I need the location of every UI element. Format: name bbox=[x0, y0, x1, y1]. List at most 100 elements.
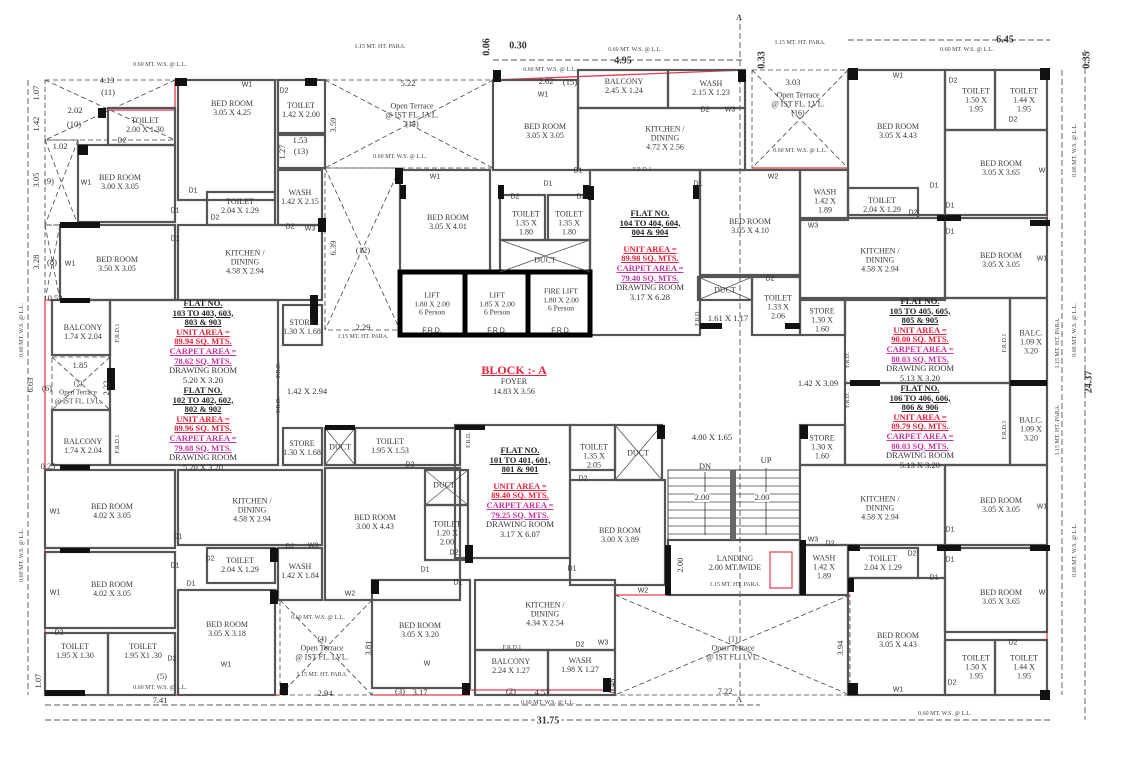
window-mark: W2 bbox=[767, 173, 779, 181]
window-sill-note: 0.60 MT. W.S. @ L.L. bbox=[133, 685, 187, 691]
dimension: 1.53 bbox=[292, 135, 308, 145]
structural-column bbox=[270, 548, 278, 562]
terrace-diagonal bbox=[324, 167, 401, 331]
door-mark: D2 bbox=[908, 209, 918, 217]
door-mark: D1 bbox=[945, 228, 955, 236]
door-mark: D2 bbox=[700, 106, 710, 114]
structural-column bbox=[850, 380, 880, 386]
door-mark: D2 bbox=[285, 543, 295, 551]
structural-column bbox=[800, 425, 808, 439]
window-sill-note: 0.60 MT. W.S. @ L.L. bbox=[940, 47, 994, 53]
structural-column bbox=[45, 690, 85, 696]
structural-column bbox=[78, 145, 88, 155]
window-sill-note: 0.60 MT. W.S. @ L.L. bbox=[19, 528, 25, 582]
window-mark: W1 bbox=[892, 72, 904, 80]
window-sill-note: 0.60 MT. W.S. @ L.L. bbox=[291, 615, 345, 621]
terrace-diagonal bbox=[751, 69, 849, 169]
room-wall bbox=[176, 588, 277, 697]
plot-number: (12) bbox=[355, 245, 371, 255]
structural-column bbox=[603, 678, 611, 692]
dimension: 1.85 bbox=[72, 360, 88, 370]
room-wall bbox=[568, 478, 667, 587]
plot-number: (5) bbox=[157, 671, 167, 681]
structural-column bbox=[848, 68, 858, 80]
door-note: F.R.D. bbox=[695, 310, 701, 326]
window-mark: W3 bbox=[807, 536, 819, 544]
structural-column bbox=[60, 298, 90, 303]
plot-number: (8) bbox=[47, 257, 57, 267]
structural-column bbox=[60, 465, 90, 470]
window-mark: W3 bbox=[304, 225, 316, 233]
terrace-diagonal bbox=[44, 224, 61, 301]
door-mark: D2 bbox=[510, 193, 520, 201]
door-mark: D2 bbox=[117, 137, 127, 145]
window-mark: W1 bbox=[49, 589, 61, 597]
door-mark: D1 bbox=[186, 580, 196, 588]
window-sill-note: 0.60 MT. W.S. @ L.L. bbox=[19, 303, 25, 357]
room-wall bbox=[276, 78, 327, 135]
dimension: 1.07 bbox=[33, 673, 43, 689]
structural-column bbox=[800, 540, 806, 595]
parapet-note: 1.15 MT. HT. PARA. bbox=[296, 672, 348, 678]
door-mark: D2 bbox=[947, 679, 957, 687]
window-mark: W1 bbox=[220, 661, 232, 669]
structural-column bbox=[280, 683, 288, 695]
dimension: 0.30 bbox=[509, 40, 527, 52]
stair-up-label: UP bbox=[760, 455, 772, 465]
structural-column bbox=[498, 185, 504, 199]
room-wall bbox=[276, 546, 324, 602]
door-note: F.R.D.1 bbox=[1002, 420, 1008, 440]
window-mark: W bbox=[423, 660, 431, 668]
terrace-diagonal bbox=[614, 594, 851, 696]
room-label: DUCT bbox=[714, 285, 736, 295]
structural-column bbox=[1030, 545, 1050, 551]
window-sill-note: 0.60 MT. W.S. @ L.L. bbox=[133, 62, 187, 68]
terrace-label: (4)Open Terrace@ IST FL. LVL. bbox=[295, 634, 349, 662]
door-mark: D1 bbox=[945, 526, 955, 534]
structural-column bbox=[325, 425, 355, 430]
structural-column bbox=[1030, 220, 1050, 226]
door-note: F.R.D.1 bbox=[115, 434, 121, 454]
structural-column bbox=[700, 323, 722, 329]
window-mark: W1 bbox=[1036, 255, 1048, 263]
window-mark: W1 bbox=[49, 508, 61, 516]
section-marker: A bbox=[735, 694, 743, 704]
structural-column bbox=[60, 548, 90, 553]
structural-column bbox=[455, 425, 485, 430]
terrace-diagonal bbox=[44, 139, 79, 226]
structural-column bbox=[462, 683, 470, 695]
parapet-note: 1.15 MT. HT. PARA. bbox=[1055, 317, 1061, 369]
dimension: 7.22 bbox=[717, 686, 733, 696]
room-label: DUCT bbox=[534, 255, 556, 265]
dimension: 31.75 bbox=[534, 715, 562, 727]
room-wall bbox=[370, 578, 472, 690]
dimension: 0.35 bbox=[1081, 51, 1093, 69]
room-wall bbox=[176, 78, 277, 202]
terrace-label: (1)Open Terrace@ IST FL. LVL. bbox=[706, 634, 760, 662]
structural-column bbox=[583, 185, 589, 199]
door-mark: D1 bbox=[453, 579, 463, 587]
